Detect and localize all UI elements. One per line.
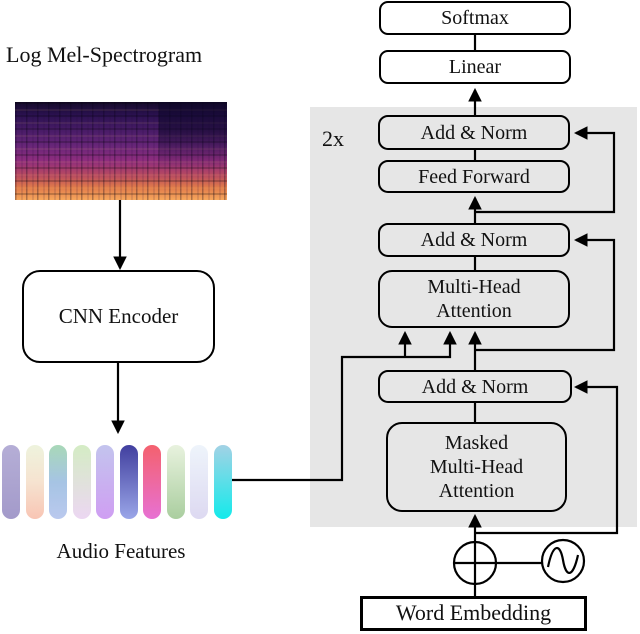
plus-circle-icon <box>454 542 496 584</box>
cnn-encoder-box: CNN Encoder <box>22 270 215 363</box>
audio-feature-bar <box>190 445 209 519</box>
audio-feature-bar <box>2 445 20 519</box>
audio-features-label: Audio Features <box>56 539 186 563</box>
repeat-2x-label: 2x <box>322 126 344 151</box>
audio-feature-bar <box>96 445 115 519</box>
audio-feature-bar <box>25 445 44 519</box>
add-norm-box-3: Add & Norm <box>378 370 572 403</box>
add-norm-box-1: Add & Norm <box>378 115 570 150</box>
multi-head-attention-box: Multi-Head Attention <box>378 270 570 328</box>
audio-feature-bar <box>213 445 232 519</box>
softmax-box: Softmax <box>379 1 571 35</box>
audio-features-bars <box>2 445 232 519</box>
add-norm-box-2: Add & Norm <box>378 223 570 257</box>
masked-multi-head-attention-box: Masked Multi-Head Attention <box>386 422 567 512</box>
mha-residual-arrow <box>475 233 614 350</box>
feed-forward-box: Feed Forward <box>378 160 570 193</box>
audio-feature-bar <box>72 445 91 519</box>
audio-features-to-mha-arrow <box>232 330 457 480</box>
audio-feature-bar <box>49 445 68 519</box>
word-embedding-box: Word Embedding <box>360 596 587 631</box>
log-mel-spectrogram-image <box>15 102 227 200</box>
sine-wave-icon <box>542 540 584 582</box>
audio-feature-bar <box>119 445 138 519</box>
audio-feature-bar <box>143 445 162 519</box>
mmha-residual-arrow <box>475 380 617 533</box>
audio-feature-bar <box>166 445 185 519</box>
decoder-panel <box>310 107 637 527</box>
ff-residual-arrow <box>475 126 614 212</box>
spectrogram-dark-region <box>159 102 227 173</box>
linear-box: Linear <box>379 50 571 84</box>
spectrogram-title: Log Mel-Spectrogram <box>6 42 203 67</box>
